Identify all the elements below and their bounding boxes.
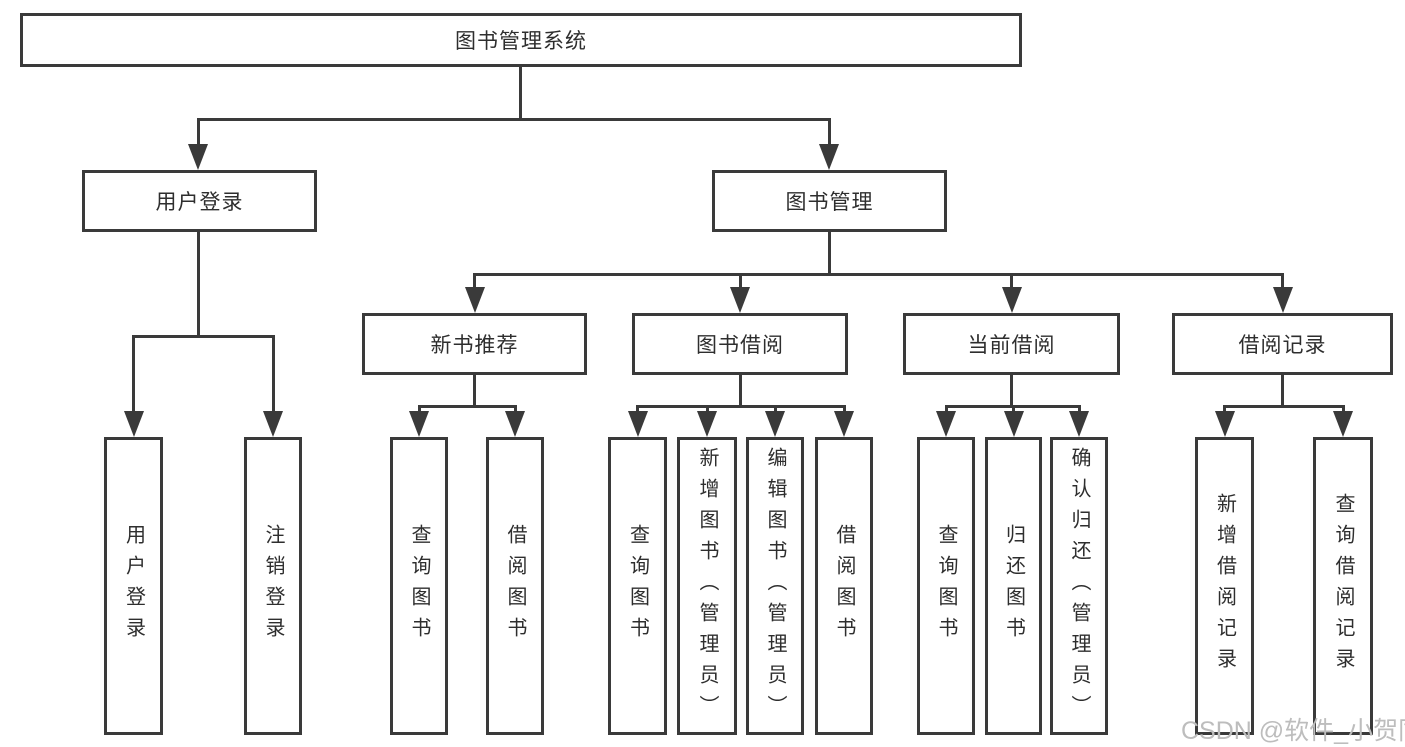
arrow-down-icon [1077, 405, 1081, 411]
arrow-down-icon [944, 405, 948, 411]
arrow-down-icon [271, 335, 275, 411]
arrow-down-icon [1281, 273, 1284, 287]
leaf-query-books: 查询图书 [390, 437, 448, 735]
node-borrow-record: 借阅记录 [1172, 313, 1393, 375]
connector-management-stub [827, 232, 831, 273]
connector-login-stub [196, 232, 200, 335]
arrow-down-icon [1010, 273, 1013, 287]
leaf-borrow-books: 借阅图书 [486, 437, 544, 735]
leaf-label: 查询图书 [408, 524, 430, 648]
connector-root-branch [197, 118, 831, 121]
arrow-down-icon [417, 405, 421, 411]
leaf-label: 归还图书 [1002, 524, 1025, 648]
leaf-label: 确认归还（管理员） [1068, 446, 1090, 726]
node-label: 用户登录 [155, 191, 244, 214]
node-label: 图书借阅 [696, 334, 784, 357]
connector-module-branch [417, 405, 517, 408]
leaf-label: 查询借阅记录 [1332, 493, 1354, 679]
arrow-down-icon [1341, 405, 1345, 411]
leaf-label: 新增借阅记录 [1213, 493, 1236, 679]
connector-module-stub [1281, 375, 1284, 405]
csdn-watermark: CSDN @软件_小贺同学 [1181, 717, 1405, 745]
arrow-down-icon [1012, 405, 1015, 411]
connector-module-branch [636, 405, 845, 408]
leaf-label: 查询图书 [626, 524, 649, 648]
node-label: 当前借阅 [967, 334, 1056, 357]
arrow-down-icon [513, 405, 517, 411]
leaf-add-books-admin: 新增图书（管理员） [677, 437, 737, 735]
node-user-login: 用户登录 [82, 170, 317, 232]
node-new-book-recommend: 新书推荐 [362, 313, 587, 375]
node-current-borrow: 当前借阅 [903, 313, 1120, 375]
connector-module-stub [1010, 375, 1013, 405]
leaf-query-borrow-record: 查询借阅记录 [1313, 437, 1373, 735]
arrow-down-icon [132, 335, 135, 411]
leaf-return-books: 归还图书 [985, 437, 1042, 735]
leaf-label: 查询图书 [935, 524, 957, 648]
leaf-query-books: 查询图书 [608, 437, 667, 735]
leaf-edit-books-admin: 编辑图书（管理员） [746, 437, 804, 735]
node-book-management: 图书管理 [712, 170, 947, 232]
connector-module-stub [738, 375, 742, 405]
leaf-confirm-return-admin: 确认归还（管理员） [1050, 437, 1108, 735]
leaf-logout-login: 注销登录 [244, 437, 302, 735]
arrow-down-icon [473, 273, 476, 287]
node-label: 借阅记录 [1238, 334, 1327, 357]
connector-management-branch [473, 273, 1284, 276]
leaf-label: 注销登录 [262, 524, 284, 648]
arrow-down-icon [773, 405, 777, 411]
leaf-label: 新增图书（管理员） [696, 446, 718, 726]
arrow-down-icon [827, 118, 831, 144]
arrow-down-icon [738, 273, 742, 287]
connector-login-branch [132, 335, 275, 338]
node-label: 图书管理 [785, 191, 874, 214]
leaf-add-borrow-record: 新增借阅记录 [1195, 437, 1254, 735]
arrow-down-icon [1223, 405, 1226, 411]
leaf-label: 借阅图书 [504, 524, 526, 648]
connector-module-stub [473, 375, 476, 405]
node-label: 新书推荐 [430, 334, 519, 357]
arrow-down-icon [196, 118, 200, 144]
arrow-down-icon [842, 405, 846, 411]
leaf-query-books: 查询图书 [917, 437, 975, 735]
leaf-label: 编辑图书（管理员） [764, 446, 786, 726]
node-label: 图书管理系统 [455, 30, 587, 53]
node-root-system: 图书管理系统 [20, 13, 1022, 67]
arrow-down-icon [636, 405, 639, 411]
node-book-borrow: 图书借阅 [632, 313, 848, 375]
leaf-label: 用户登录 [122, 524, 145, 648]
leaf-borrow-books: 借阅图书 [815, 437, 873, 735]
connector-root-stub [519, 67, 522, 118]
leaf-label: 借阅图书 [833, 524, 855, 648]
arrow-down-icon [705, 405, 709, 411]
connector-module-branch [1223, 405, 1345, 408]
leaf-user-login: 用户登录 [104, 437, 163, 735]
